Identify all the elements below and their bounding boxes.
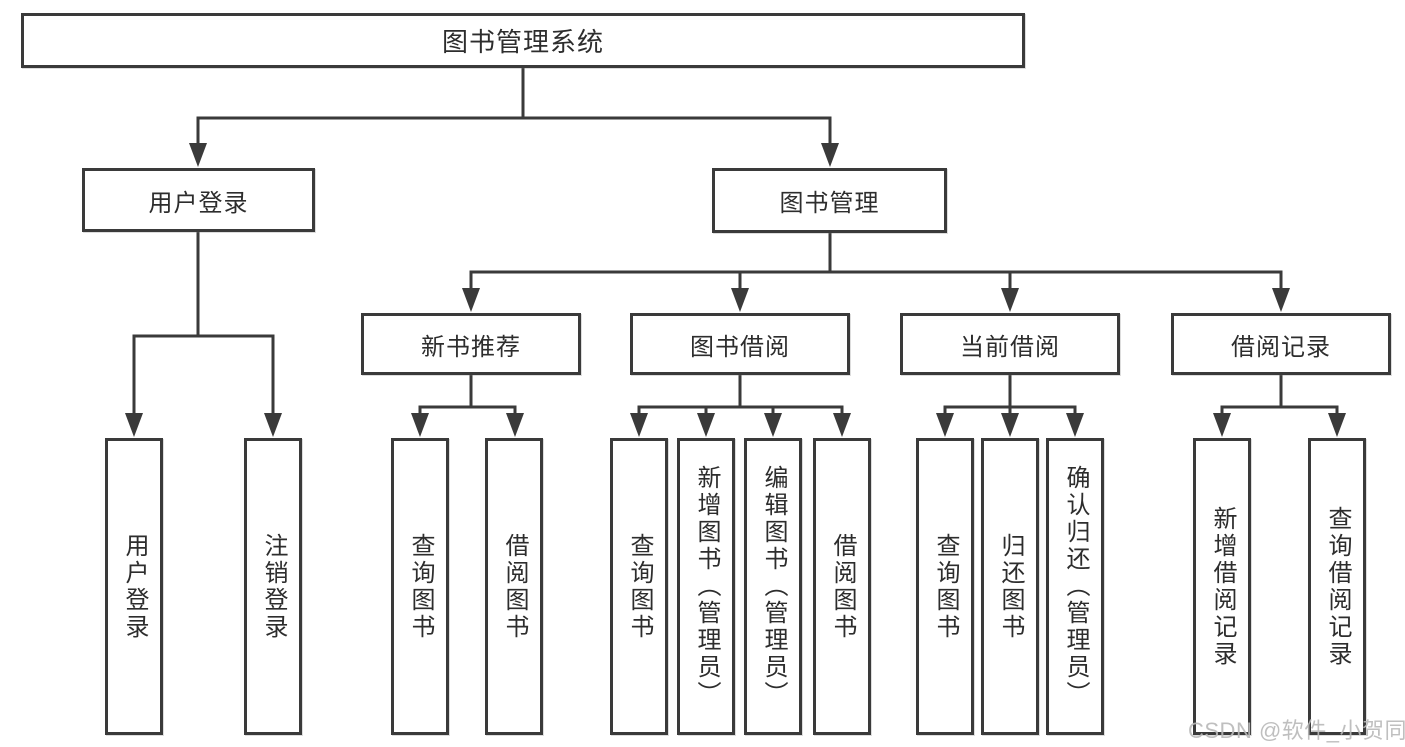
node-new-book-recommendation: 新书推荐 bbox=[361, 313, 581, 375]
arrow-down-icon bbox=[1213, 413, 1231, 437]
arrow-down-icon bbox=[264, 413, 282, 437]
arrow-down-icon bbox=[411, 413, 429, 437]
arrow-down-icon bbox=[1001, 413, 1019, 437]
leaf-query-books: 查询图书 bbox=[610, 438, 668, 735]
leaf-borrow-books: 借阅图书 bbox=[485, 438, 543, 735]
leaf-add-borrow-record: 新增借阅记录 bbox=[1193, 438, 1251, 735]
node-current-borrowing: 当前借阅 bbox=[900, 313, 1120, 375]
arrow-down-icon bbox=[1066, 413, 1084, 437]
arrow-down-icon bbox=[1001, 288, 1019, 312]
leaf-add-books-admin: 新增图书（管理员） bbox=[677, 438, 735, 735]
leaf-borrow-books: 借阅图书 bbox=[813, 438, 871, 735]
arrow-down-icon bbox=[125, 413, 143, 437]
branch-current-borrow bbox=[943, 373, 1077, 418]
leaf-edit-books-admin: 编辑图书（管理员） bbox=[744, 438, 802, 735]
node-library-management-system: 图书管理系统 bbox=[21, 13, 1025, 68]
arrow-down-icon bbox=[630, 413, 648, 437]
leaf-return-books: 归还图书 bbox=[981, 438, 1039, 735]
arrow-down-icon bbox=[506, 413, 524, 437]
leaf-query-books: 查询图书 bbox=[391, 438, 449, 735]
arrow-down-icon bbox=[189, 143, 207, 167]
connector-paths bbox=[132, 66, 1339, 418]
branch-book-borrow bbox=[637, 373, 844, 418]
arrow-down-icon bbox=[764, 413, 782, 437]
branch-user-login bbox=[132, 230, 275, 418]
branch-new-book bbox=[418, 373, 517, 418]
trunk-root-to-level2 bbox=[196, 66, 832, 149]
arrow-down-icon bbox=[1328, 413, 1346, 437]
arrow-down-icon bbox=[821, 143, 839, 167]
leaf-user-login: 用户登录 bbox=[105, 438, 163, 735]
arrow-down-icon bbox=[936, 413, 954, 437]
leaf-logout-login: 注销登录 bbox=[244, 438, 302, 735]
arrow-down-icon bbox=[1272, 288, 1290, 312]
branch-book-management bbox=[469, 231, 1283, 293]
leaf-query-borrow-record: 查询借阅记录 bbox=[1308, 438, 1366, 735]
branch-borrow-records bbox=[1220, 373, 1339, 418]
csdn-watermark: CSDN @软件_小贺同学 bbox=[1188, 718, 1405, 743]
node-book-borrowing: 图书借阅 bbox=[630, 313, 850, 375]
leaf-confirm-return-admin: 确认归还（管理员） bbox=[1046, 438, 1104, 735]
arrow-down-icon bbox=[697, 413, 715, 437]
arrow-down-icon bbox=[462, 288, 480, 312]
node-user-login: 用户登录 bbox=[82, 168, 315, 232]
node-book-management: 图书管理 bbox=[712, 168, 947, 233]
node-borrowing-records: 借阅记录 bbox=[1171, 313, 1391, 375]
leaf-query-books: 查询图书 bbox=[916, 438, 974, 735]
arrowheads bbox=[125, 143, 1346, 437]
arrow-down-icon bbox=[731, 288, 749, 312]
arrow-down-icon bbox=[833, 413, 851, 437]
